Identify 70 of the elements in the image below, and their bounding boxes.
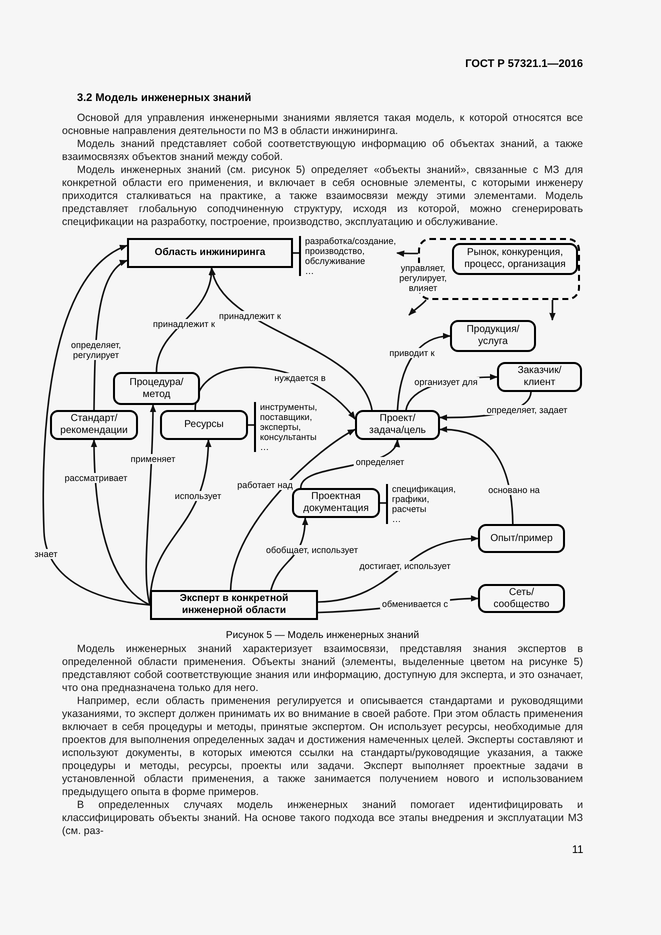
arrow (145, 404, 156, 606)
node-label: Стандарт/ рекомендации (59, 413, 129, 437)
node-label: Опыт/пример (489, 532, 554, 544)
edge-label: достигает, использует (357, 561, 453, 571)
rounded-box (450, 320, 536, 352)
rounded-box (355, 410, 440, 440)
edge-label: определяет (354, 457, 406, 467)
edge-label: использует (172, 491, 224, 501)
rounded-box (478, 524, 565, 553)
node-label: Ресурсы (183, 419, 225, 431)
figure-caption: Рисунок 5 — Модель инженерных знаний (226, 629, 420, 642)
edge-label: приводит к (387, 348, 437, 358)
arrow (396, 333, 451, 410)
list-text: … (392, 514, 402, 524)
paragraph: Модель инженерных знаний характеризует взаимосвязи, представляя знания экспертов в определенной области применения. Объекты знаний (элементы, выделенные цветом на рисунке 5) представляют собой соответствующие знания или информацию, доступную для эксперта, и это означает, что она предназначена только для него. (62, 643, 583, 695)
edge-label: управляет, регулирует, влияет (397, 263, 449, 293)
arrow (230, 428, 356, 590)
edge-label: применяет (128, 454, 178, 464)
edge-label: нуждается в (272, 373, 328, 383)
edge-label: принадлежит к (217, 311, 283, 321)
arrow (156, 267, 214, 372)
node-label: Сеть/ сообщество (492, 586, 550, 610)
edge-label: обменивается с (380, 599, 450, 609)
rounded-box (160, 410, 248, 440)
rounded-box (292, 488, 380, 518)
arrow (90, 439, 150, 606)
node-label: Продукция/ услуга (466, 324, 520, 348)
node-label: Заказчик/ клиент (516, 365, 562, 389)
document-header: ГОСТ Р 57321.1—2016 (465, 58, 583, 71)
node-label: Рынок, конкуренция, процесс, организация (463, 247, 567, 271)
paragraph: Модель инженерных знаний (см. рисунок 5) определяет «объекты знаний», связанные с МЗ для конкретной области его применения, и включает в себя основные элементы, с которыми инженеру приходится сталкиваться на практике, а также взаимосвязи между этими элементами. Модель представляет глобальную соподчиненную структуру, исходя из которой, можно сгенерировать спецификации на разработку, построение, производство, эксплуатацию и обслуживание. (62, 164, 583, 229)
list-text: … (260, 442, 270, 452)
concept-box (150, 590, 318, 620)
edge-label: определяет, задает (484, 405, 570, 415)
page-number: 11 (572, 844, 584, 857)
rounded-box (478, 584, 565, 613)
arrow (549, 300, 556, 321)
paragraph: Основой для управления инженерными знаниями является такая модель, к которой относятся все основные направления деятельности по МЗ в области инжиниринга. (62, 112, 583, 138)
list-text: разработка/создание, производство, обслуживание (305, 236, 397, 266)
edge-label: рассматривает (62, 473, 130, 483)
list-text: … (305, 266, 315, 276)
arrow (318, 536, 479, 603)
arrow (439, 426, 514, 524)
edge-label: обобщает, использует (264, 545, 360, 555)
paragraph: Например, если область применения регулируется и описывается стандартами и руководящими указаниями, то эксперт должен принимать их во внимание в своей работе. При этом область применения включает в себя процедуры и методы, принятые экспертом. Он использует ресурсы, необходимые для проектов для выполнения определенных задач и достижения намеченных целей. Эксперты составляют и используют документы, в которых имеются ссылки на стандарты/руководящие указания, а также процедуры и методы, ресурсы, проекты или задачи. Эксперт выполняет проектные задачи в установленной области применения, а также занимается получением нового и использованием предыдущего опыта в форме примеров. (62, 695, 583, 799)
paragraph: Модель знаний представляет собой соответствующую информацию об объектах знаний, а также взаимосвязях объектов знаний между собой. (62, 138, 583, 164)
edge-label: основано на (486, 485, 542, 495)
edge-label: организует для (412, 377, 480, 387)
list-text: спецификация, графики, расчеты (392, 484, 454, 514)
rounded-box (113, 372, 200, 405)
node-label: Область инжиниринга (154, 247, 266, 259)
rounded-box (452, 243, 578, 275)
rounded-box (50, 410, 138, 440)
arrow (93, 260, 128, 410)
edge-label: принадлежит к (151, 319, 217, 329)
arrow (396, 250, 418, 257)
paragraph: В определенных случаях модель инженерных знаний помогает идентифицировать и классифицировать объекты знаний. На основе такого подхода все этапы внедрения и эксплуатации МЗ (см. раз- (62, 799, 583, 838)
node-label: Проект/ задача/цель (368, 413, 427, 437)
edge-label: знает (32, 549, 60, 559)
concept-box (127, 238, 293, 268)
arrow (42, 244, 150, 606)
node-label: Процедура/ метод (128, 376, 184, 400)
node-label: Проектная документация (302, 491, 370, 515)
arrow (408, 299, 427, 316)
rounded-box (497, 362, 582, 392)
node-label: Эксперт в конкретной инженерной области (178, 593, 290, 617)
section-heading: 3.2 Модель инженерных знаний (76, 92, 252, 105)
arrow (210, 267, 373, 410)
edge-label: работает над (235, 480, 295, 490)
list-text: инструменты, поставщики, эксперты, консультанты (260, 402, 318, 442)
